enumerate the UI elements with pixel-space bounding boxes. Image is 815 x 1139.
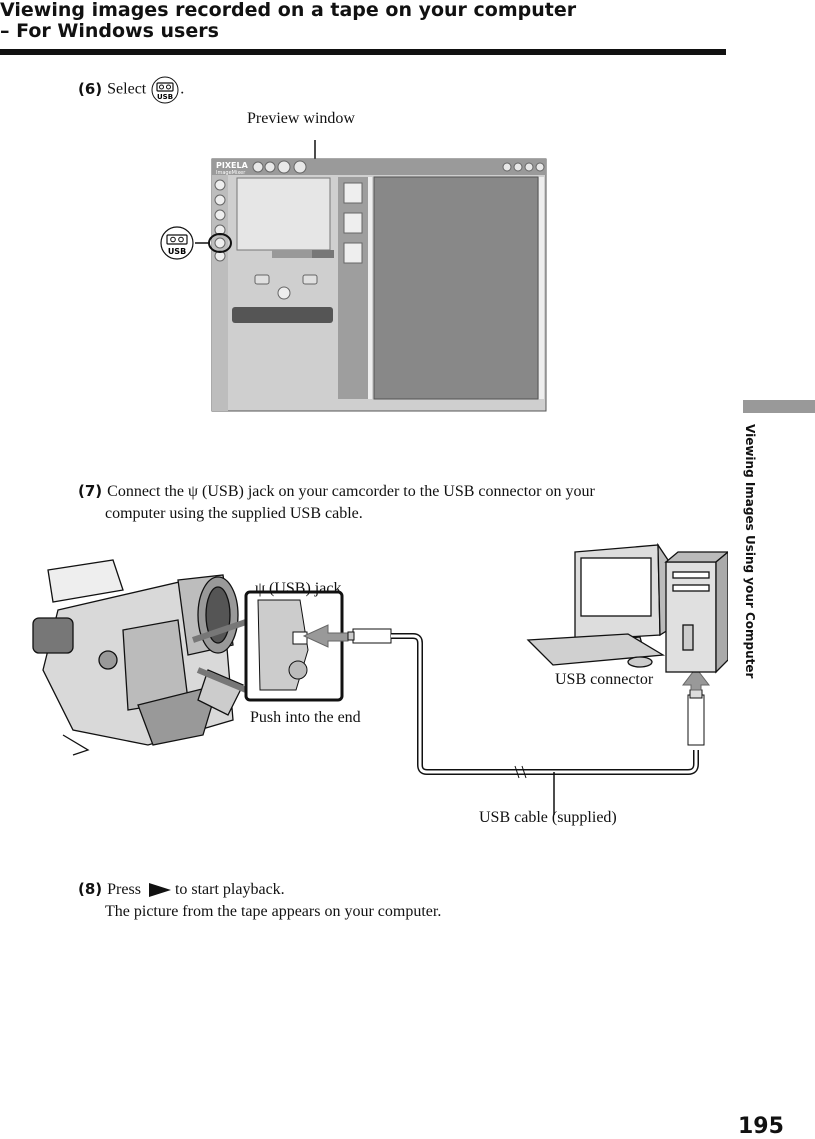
svg-text:USB: USB	[157, 93, 173, 101]
caption-push-into-end: Push into the end	[250, 709, 361, 726]
step-6: (6)Select USB .	[78, 76, 184, 104]
page-number: 195	[738, 1114, 784, 1139]
step-number: (8)	[78, 880, 103, 898]
step-8: (8)Press to start playback. The picture …	[78, 878, 698, 923]
page-header: Viewing images recorded on a tape on you…	[0, 0, 726, 55]
svg-text:USB: USB	[168, 247, 186, 256]
caption-preview-window: Preview window	[247, 110, 355, 127]
usb-streaming-icon: USB	[151, 76, 179, 104]
software-window-figure: PIXELA ImageMixer USB	[160, 140, 547, 412]
section-tab-marker	[743, 400, 815, 413]
step-text: Select	[107, 80, 147, 98]
svg-text:ImageMixer: ImageMixer	[216, 170, 246, 176]
play-icon	[148, 883, 171, 898]
caption-usb-cable: USB cable (supplied)	[479, 809, 617, 826]
header-rule	[0, 49, 726, 55]
step-text-line2: The picture from the tape appears on you…	[105, 903, 442, 920]
computer-illustration	[526, 542, 728, 674]
step-text-line2: computer using the supplied USB cable.	[105, 505, 363, 522]
svg-text:PIXELA: PIXELA	[216, 161, 249, 170]
step-7: (7)Connect the ψ (USB) jack on your camc…	[78, 480, 698, 525]
caption-usb-connector: USB connector	[555, 671, 654, 688]
connection-figure	[32, 542, 728, 815]
header-title-line1: Viewing images recorded on a tape on you…	[0, 0, 577, 21]
header-title-line2: – For Windows users	[0, 20, 219, 42]
camcorder-illustration	[32, 559, 244, 756]
section-side-label: Viewing Images Using your Computer	[743, 424, 757, 679]
step-number: (7)	[78, 482, 103, 500]
step-text-line1: Connect the ψ (USB) jack on your camcord…	[107, 483, 595, 500]
step-number: (6)	[78, 79, 103, 98]
caption-usb-jack: ψ (USB) jack	[255, 580, 342, 597]
